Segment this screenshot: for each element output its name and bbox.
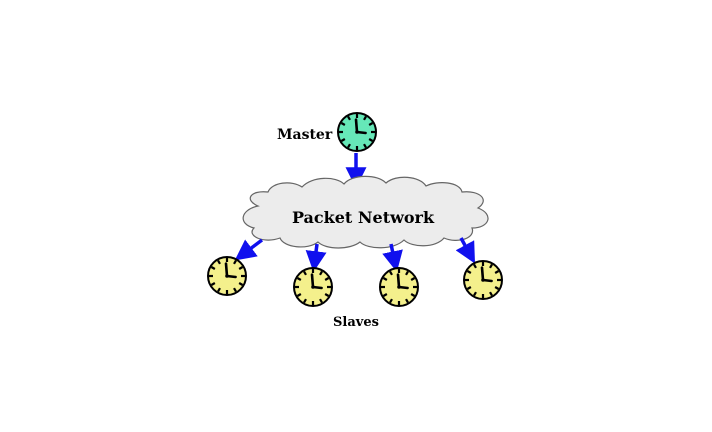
master-label: Master bbox=[277, 127, 333, 143]
arrow-network-to-slave-2 bbox=[305, 243, 327, 273]
network-label: Packet Network bbox=[292, 208, 435, 227]
arrow-network-to-slave-4 bbox=[455, 237, 476, 264]
arrow-network-to-slave-1 bbox=[234, 238, 264, 261]
slave-clock-2-icon bbox=[293, 267, 333, 307]
arrow-network-to-slave-3 bbox=[382, 243, 403, 273]
packet-network-cloud bbox=[242, 175, 489, 249]
slave-clock-3-icon bbox=[379, 267, 419, 307]
slaves-label: Slaves bbox=[333, 315, 379, 330]
slave-clock-4-icon bbox=[463, 260, 503, 300]
slave-clock-1-icon bbox=[207, 256, 247, 296]
master-clock-icon bbox=[337, 112, 377, 152]
